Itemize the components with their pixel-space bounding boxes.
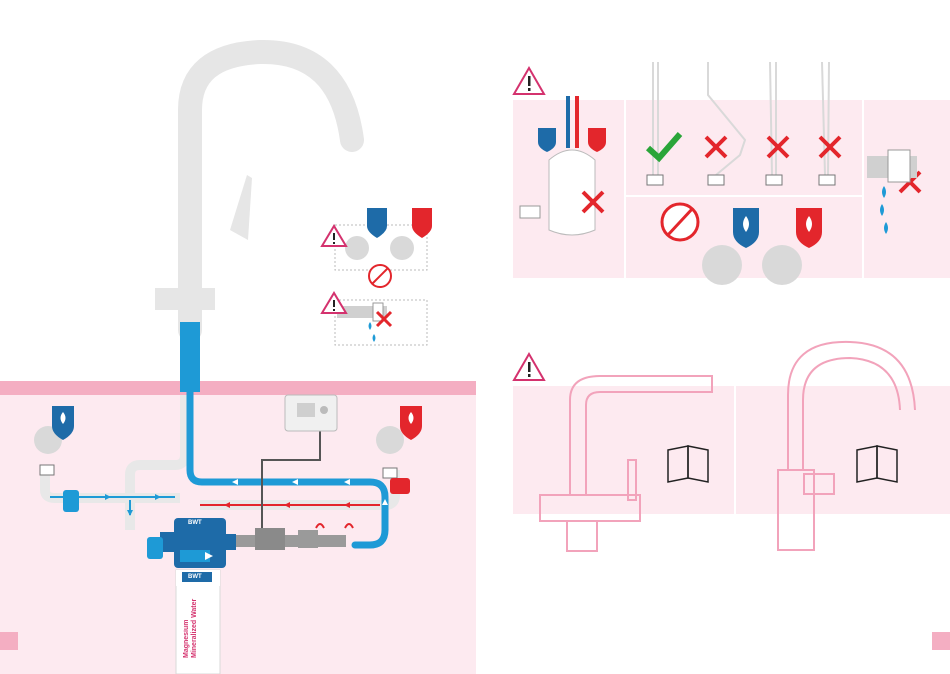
warning-icon — [514, 68, 544, 94]
filter-label: Magnesium Mineralized Water — [183, 598, 209, 658]
filter-brand-top: BWT — [188, 520, 202, 526]
manual-icon — [668, 446, 897, 482]
filter-brand-body: BWT — [188, 574, 202, 580]
warning-icon — [514, 354, 544, 380]
